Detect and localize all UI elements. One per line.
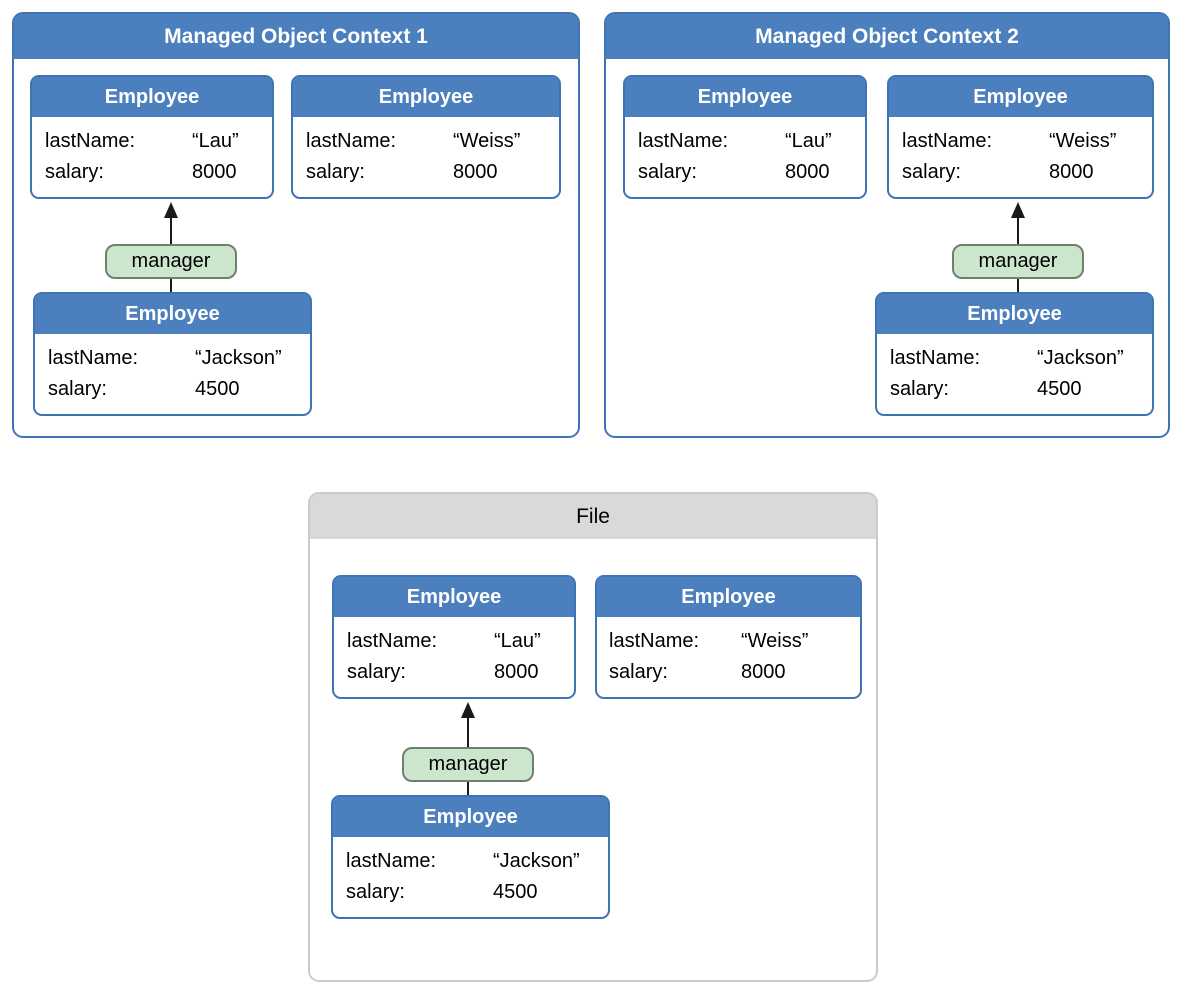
attribute-value: “Weiss” xyxy=(741,630,809,652)
attribute-row: lastName: “Lau” xyxy=(638,126,859,157)
attribute-row: lastName: “Weiss” xyxy=(306,126,553,157)
connector-line-lower xyxy=(467,782,469,795)
attribute-value: “Jackson” xyxy=(1037,347,1124,369)
relationship-badge-manager: manager xyxy=(952,244,1084,279)
attribute-value: 8000 xyxy=(785,161,830,183)
card-body: lastName: “Jackson” salary: 4500 xyxy=(35,334,310,414)
card-title: Employee xyxy=(597,577,860,617)
employee-card-weiss: Employee lastName: “Weiss” salary: 8000 xyxy=(595,575,862,699)
attribute-label: salary: xyxy=(346,881,405,903)
attribute-row: lastName: “Jackson” xyxy=(890,343,1146,374)
connector-line-upper xyxy=(467,716,469,747)
attribute-label: lastName: xyxy=(890,347,981,369)
attribute-label: salary: xyxy=(306,161,365,183)
attribute-value: “Weiss” xyxy=(1049,130,1117,152)
attribute-value: 4500 xyxy=(195,378,240,400)
card-title: Employee xyxy=(32,77,272,117)
connector-line-lower xyxy=(1017,279,1019,292)
attribute-value: 4500 xyxy=(493,881,538,903)
attribute-value: “Lau” xyxy=(192,130,239,152)
attribute-label: lastName: xyxy=(609,630,700,652)
attribute-value: 4500 xyxy=(1037,378,1082,400)
attribute-value: 8000 xyxy=(192,161,237,183)
attribute-row: salary: 8000 xyxy=(609,657,854,688)
attribute-value: “Weiss” xyxy=(453,130,521,152)
card-body: lastName: “Lau” salary: 8000 xyxy=(625,117,865,197)
employee-card-weiss: Employee lastName: “Weiss” salary: 8000 xyxy=(887,75,1154,199)
attribute-value: 8000 xyxy=(494,661,539,683)
attribute-value: “Lau” xyxy=(494,630,541,652)
employee-card-weiss: Employee lastName: “Weiss” salary: 8000 xyxy=(291,75,561,199)
attribute-row: salary: 8000 xyxy=(306,157,553,188)
attribute-label: salary: xyxy=(902,161,961,183)
connector-line-upper xyxy=(170,216,172,244)
arrow-up-icon xyxy=(164,202,178,218)
panel-managed-object-context-1: Managed Object Context 1 Employee lastNa… xyxy=(12,12,580,438)
attribute-label: salary: xyxy=(890,378,949,400)
attribute-label: lastName: xyxy=(346,850,437,872)
attribute-row: salary: 8000 xyxy=(347,657,568,688)
attribute-label: lastName: xyxy=(638,130,729,152)
card-body: lastName: “Jackson” salary: 4500 xyxy=(333,837,608,917)
attribute-value: 8000 xyxy=(453,161,498,183)
card-title: Employee xyxy=(625,77,865,117)
panel-title: Managed Object Context 2 xyxy=(606,14,1168,59)
attribute-row: lastName: “Weiss” xyxy=(609,626,854,657)
card-title: Employee xyxy=(333,797,608,837)
attribute-row: salary: 4500 xyxy=(48,374,304,405)
card-body: lastName: “Lau” salary: 8000 xyxy=(334,617,574,697)
card-body: lastName: “Weiss” salary: 8000 xyxy=(597,617,860,697)
attribute-label: salary: xyxy=(609,661,668,683)
attribute-value: 8000 xyxy=(1049,161,1094,183)
employee-card-lau: Employee lastName: “Lau” salary: 8000 xyxy=(332,575,576,699)
relationship-badge-manager: manager xyxy=(105,244,237,279)
attribute-row: lastName: “Lau” xyxy=(45,126,266,157)
arrow-up-icon xyxy=(461,702,475,718)
attribute-row: salary: 4500 xyxy=(890,374,1146,405)
panel-managed-object-context-2: Managed Object Context 2 Employee lastNa… xyxy=(604,12,1170,438)
employee-card-lau: Employee lastName: “Lau” salary: 8000 xyxy=(30,75,274,199)
attribute-row: lastName: “Jackson” xyxy=(346,846,602,877)
connector-line-lower xyxy=(170,279,172,292)
attribute-label: salary: xyxy=(347,661,406,683)
attribute-label: lastName: xyxy=(45,130,136,152)
attribute-label: lastName: xyxy=(48,347,139,369)
card-title: Employee xyxy=(334,577,574,617)
panel-file: File Employee lastName: “Lau” salary: 80… xyxy=(308,492,878,982)
panel-title: Managed Object Context 1 xyxy=(14,14,578,59)
arrow-up-icon xyxy=(1011,202,1025,218)
attribute-label: lastName: xyxy=(306,130,397,152)
attribute-row: lastName: “Lau” xyxy=(347,626,568,657)
employee-card-lau: Employee lastName: “Lau” salary: 8000 xyxy=(623,75,867,199)
attribute-row: salary: 8000 xyxy=(45,157,266,188)
employee-card-jackson: Employee lastName: “Jackson” salary: 450… xyxy=(875,292,1154,416)
attribute-label: lastName: xyxy=(902,130,993,152)
card-body: lastName: “Lau” salary: 8000 xyxy=(32,117,272,197)
attribute-value: 8000 xyxy=(741,661,786,683)
attribute-value: “Jackson” xyxy=(493,850,580,872)
attribute-label: salary: xyxy=(48,378,107,400)
card-body: lastName: “Weiss” salary: 8000 xyxy=(889,117,1152,197)
card-body: lastName: “Jackson” salary: 4500 xyxy=(877,334,1152,414)
panel-title: File xyxy=(310,494,876,539)
attribute-label: salary: xyxy=(45,161,104,183)
attribute-row: lastName: “Weiss” xyxy=(902,126,1146,157)
card-title: Employee xyxy=(35,294,310,334)
card-title: Employee xyxy=(889,77,1152,117)
relationship-badge-manager: manager xyxy=(402,747,534,782)
attribute-value: “Lau” xyxy=(785,130,832,152)
card-title: Employee xyxy=(293,77,559,117)
attribute-row: lastName: “Jackson” xyxy=(48,343,304,374)
attribute-row: salary: 4500 xyxy=(346,877,602,908)
card-title: Employee xyxy=(877,294,1152,334)
attribute-label: salary: xyxy=(638,161,697,183)
attribute-row: salary: 8000 xyxy=(902,157,1146,188)
attribute-row: salary: 8000 xyxy=(638,157,859,188)
attribute-label: lastName: xyxy=(347,630,438,652)
connector-line-upper xyxy=(1017,216,1019,244)
employee-card-jackson: Employee lastName: “Jackson” salary: 450… xyxy=(33,292,312,416)
card-body: lastName: “Weiss” salary: 8000 xyxy=(293,117,559,197)
attribute-value: “Jackson” xyxy=(195,347,282,369)
employee-card-jackson: Employee lastName: “Jackson” salary: 450… xyxy=(331,795,610,919)
